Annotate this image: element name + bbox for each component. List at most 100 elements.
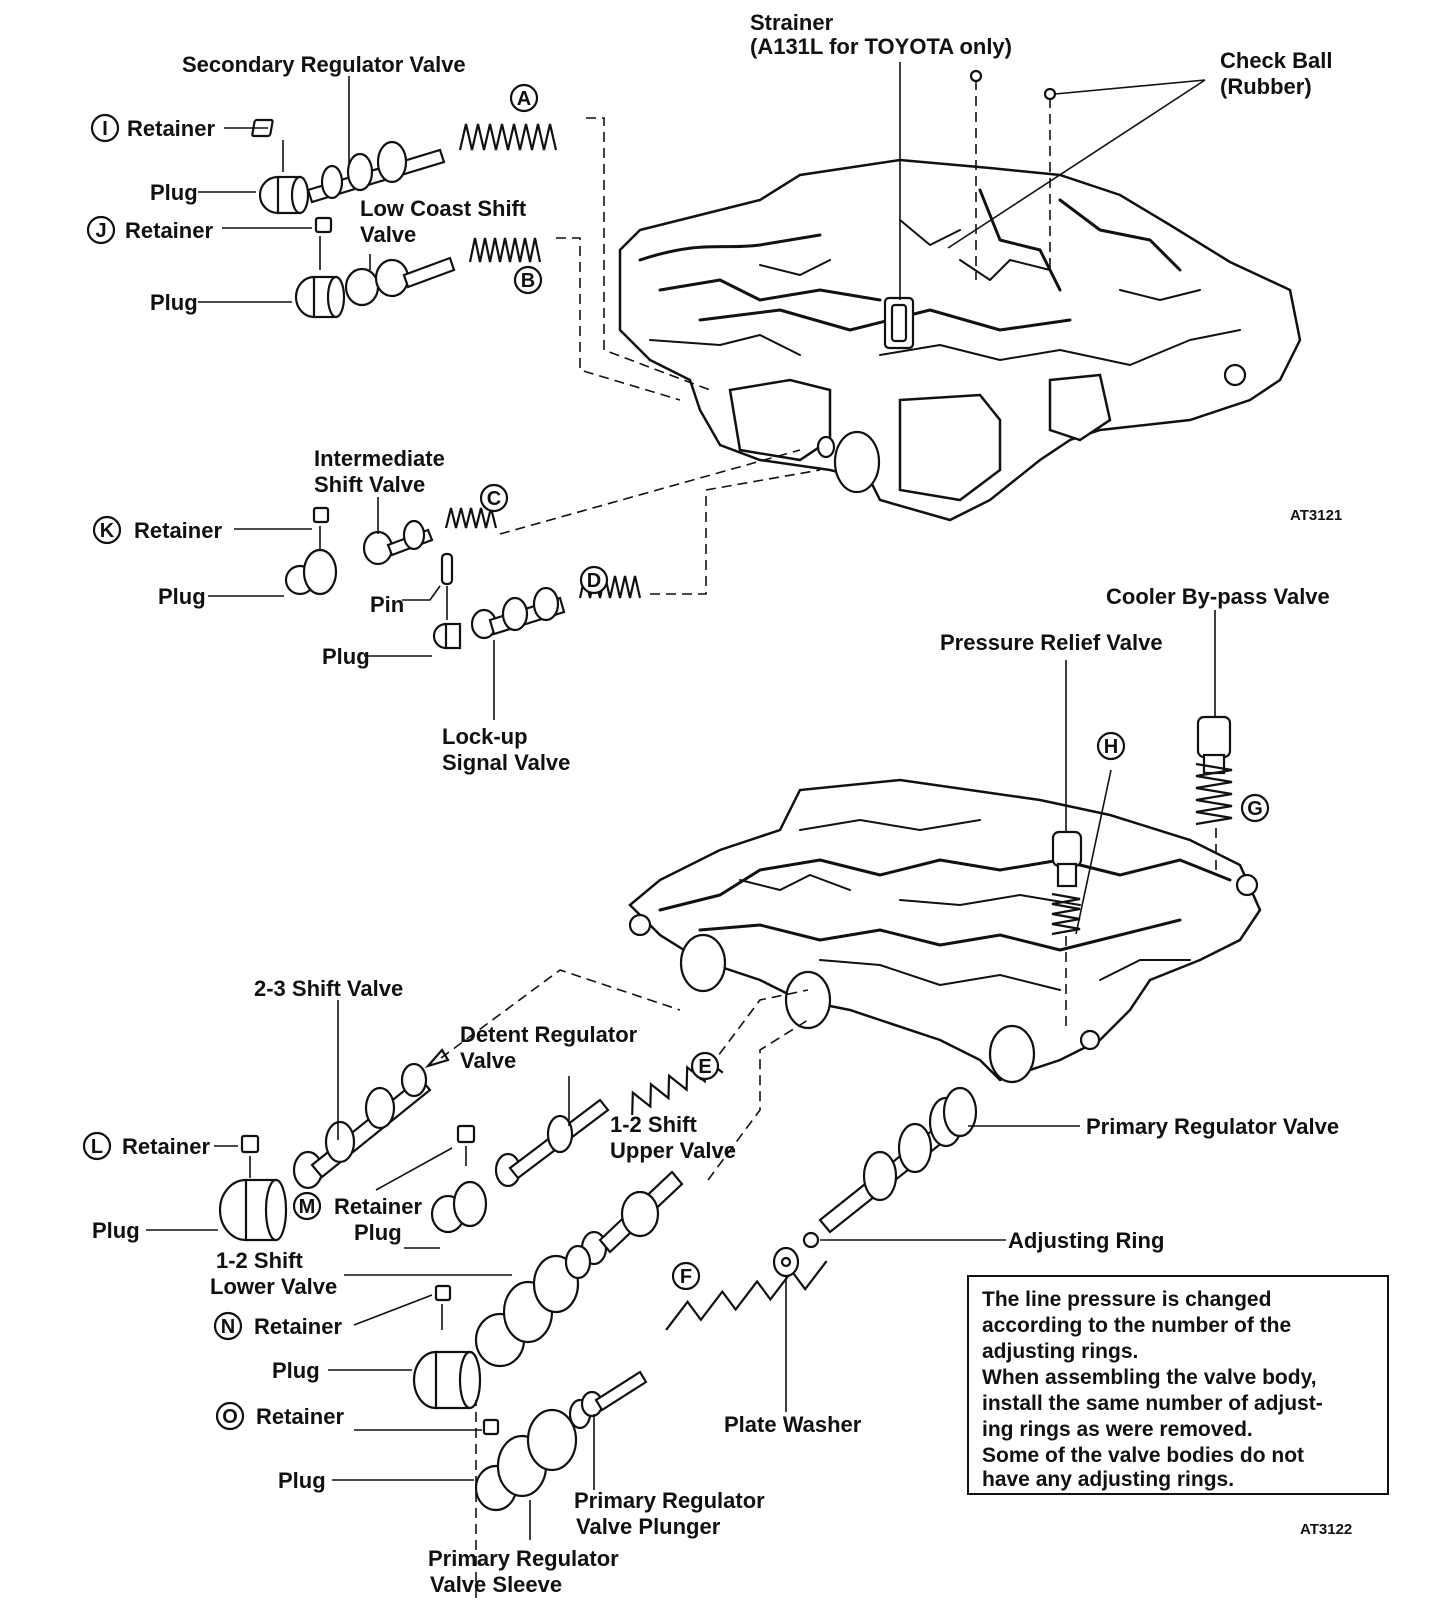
label-lockup: Lock-up xyxy=(442,724,528,749)
svg-text:A: A xyxy=(517,88,531,110)
label-plug-l: Plug xyxy=(92,1218,140,1243)
low-coast-shift-assembly xyxy=(294,216,542,319)
marker-i: I xyxy=(90,113,120,143)
label-detent-regulator: Detent Regulator xyxy=(460,1022,638,1047)
marker-k: K xyxy=(92,515,122,545)
label-check-ball: Check Ball xyxy=(1220,48,1333,73)
svg-text:L: L xyxy=(91,1136,103,1158)
marker-j: J xyxy=(86,215,116,245)
label-valve-plunger: Valve Plunger xyxy=(576,1514,721,1539)
svg-text:I: I xyxy=(102,118,108,140)
lower-valve-body xyxy=(628,778,1262,1084)
label-plug-n: Plug xyxy=(272,1358,320,1383)
marker-l: L xyxy=(82,1131,112,1161)
svg-text:H: H xyxy=(1104,736,1118,758)
note-line-7: Some of the valve bodies do not xyxy=(982,1444,1304,1467)
label-strainer-note: (A131L for TOYOTA only) xyxy=(750,34,1012,59)
line-pressure-note: The line pressure is changed according t… xyxy=(967,1275,1389,1495)
code-at3122: AT3122 xyxy=(1300,1521,1352,1538)
marker-g: G xyxy=(1240,793,1270,823)
label-check-ball-rubber: (Rubber) xyxy=(1220,74,1312,99)
label-valve-sleeve: Valve Sleeve xyxy=(430,1572,562,1597)
intermediate-shift-assembly xyxy=(284,506,498,596)
label-adjusting-ring: Adjusting Ring xyxy=(1008,1228,1164,1253)
svg-text:C: C xyxy=(487,488,501,510)
marker-f: F xyxy=(671,1261,701,1291)
label-strainer: Strainer xyxy=(750,10,834,35)
label-plug-o: Plug xyxy=(278,1468,326,1493)
svg-text:N: N xyxy=(221,1316,235,1338)
label-retainer-j: Retainer xyxy=(125,218,213,243)
svg-text:B: B xyxy=(521,270,535,292)
label-intermediate: Intermediate xyxy=(314,446,445,471)
note-line-2: according to the number of the xyxy=(982,1314,1291,1337)
marker-o: O xyxy=(215,1401,245,1431)
label-plate-washer: Plate Washer xyxy=(724,1412,862,1437)
label-cooler-bypass-valve: Cooler By-pass Valve xyxy=(1106,584,1330,609)
svg-text:D: D xyxy=(587,570,601,592)
label-retainer-n: Retainer xyxy=(254,1314,342,1339)
label-low-coast-shift: Low Coast Shift xyxy=(360,196,527,221)
code-at3121: AT3121 xyxy=(1290,507,1342,524)
svg-text:O: O xyxy=(222,1406,238,1428)
label-plug-k: Plug xyxy=(158,584,206,609)
secondary-regulator-assembly xyxy=(251,118,558,215)
label-primary-regulator-valve: Primary Regulator Valve xyxy=(1086,1114,1339,1139)
lockup-signal-assembly xyxy=(432,575,642,650)
label-lockup-signal-valve: Signal Valve xyxy=(442,750,570,775)
label-detent-valve: Valve xyxy=(460,1048,516,1073)
label-retainer-i: Retainer xyxy=(127,116,215,141)
label-pressure-relief-valve: Pressure Relief Valve xyxy=(940,630,1163,655)
label-primary-regulator-plunger: Primary Regulator xyxy=(574,1488,765,1513)
label-plug-m: Plug xyxy=(354,1220,402,1245)
note-line-1: The line pressure is changed xyxy=(982,1288,1271,1311)
svg-text:E: E xyxy=(698,1056,711,1078)
marker-a: A xyxy=(509,83,539,113)
marker-e: E xyxy=(690,1051,720,1081)
label-retainer-o: Retainer xyxy=(256,1404,344,1429)
upper-valve-body xyxy=(618,158,1302,522)
marker-n: N xyxy=(213,1311,243,1341)
label-intermediate-shift-valve: Shift Valve xyxy=(314,472,425,497)
label-primary-regulator-sleeve: Primary Regulator xyxy=(428,1546,619,1571)
label-retainer-k: Retainer xyxy=(134,518,222,543)
label-retainer-l: Retainer xyxy=(122,1134,210,1159)
label-secondary-regulator-valve: Secondary Regulator Valve xyxy=(182,52,466,77)
label-low-coast-valve: Valve xyxy=(360,222,416,247)
markers: A B C D E F G H I J K L M N O xyxy=(82,83,1270,1431)
top-right-parts xyxy=(969,69,1233,936)
shift12-assembly xyxy=(412,1170,684,1410)
label-plug-d: Plug xyxy=(322,644,370,669)
note-line-5: install the same number of adjust- xyxy=(982,1392,1323,1415)
marker-m: M xyxy=(292,1191,322,1221)
label-upper-valve: Upper Valve xyxy=(610,1138,736,1163)
primary-regulator-assembly xyxy=(474,1086,978,1512)
svg-text:F: F xyxy=(680,1266,692,1288)
note-line-8: have any adjusting rings. xyxy=(982,1468,1234,1491)
label-pin: Pin xyxy=(370,592,404,617)
svg-text:G: G xyxy=(1247,798,1263,820)
marker-h: H xyxy=(1096,731,1126,761)
marker-c: C xyxy=(479,483,509,513)
label-retainer-m: Retainer xyxy=(334,1194,422,1219)
marker-d: D xyxy=(579,565,609,595)
detent-regulator-assembly xyxy=(430,1056,724,1234)
label-plug-i: Plug xyxy=(150,180,198,205)
marker-b: B xyxy=(513,265,543,295)
svg-text:M: M xyxy=(299,1196,316,1218)
leader-lines xyxy=(146,62,1216,1540)
assembly-guide-lines xyxy=(440,80,1217,1598)
note-line-4: When assembling the valve body, xyxy=(982,1366,1317,1389)
svg-text:K: K xyxy=(100,520,115,542)
label-lower-valve: Lower Valve xyxy=(210,1274,337,1299)
label-2-3-shift-valve: 2-3 Shift Valve xyxy=(254,976,403,1001)
svg-text:J: J xyxy=(95,220,106,242)
labels: Strainer (A131L for TOYOTA only) Check B… xyxy=(92,10,1352,1597)
note-line-3: adjusting rings. xyxy=(982,1340,1138,1363)
label-plug-j: Plug xyxy=(150,290,198,315)
label-1-2-shift-upper: 1-2 Shift xyxy=(610,1112,697,1137)
label-1-2-shift-lower: 1-2 Shift xyxy=(216,1248,303,1273)
shift23-assembly xyxy=(218,1048,450,1242)
note-line-6: ing rings as were removed. xyxy=(982,1418,1253,1441)
